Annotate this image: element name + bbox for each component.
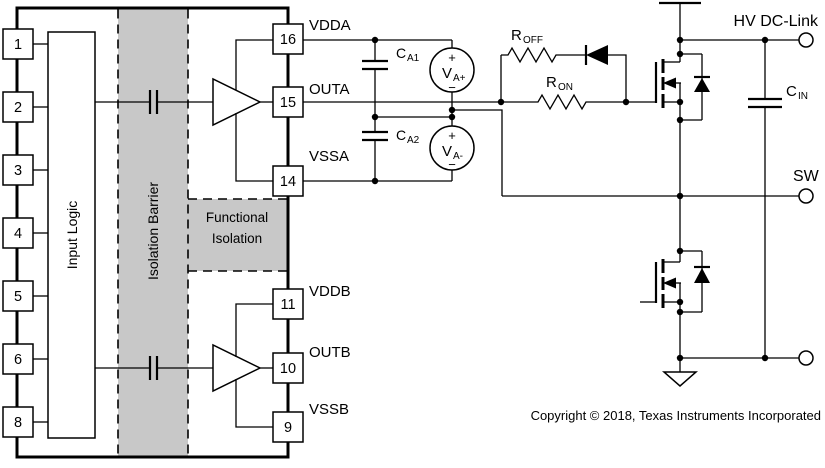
body-diode-low-side-icon [680, 250, 710, 313]
buffer-a-vss-wire [235, 113, 273, 182]
pin-16-label: VDDA [309, 17, 351, 34]
pin-4-number: 4 [14, 226, 22, 242]
functional-isolation-label-line2: Isolation [212, 231, 262, 246]
pin-2-number: 2 [14, 100, 22, 116]
hv-dc-link-terminal [798, 32, 814, 48]
pin-5-number: 5 [14, 289, 22, 305]
roff-branch-return-wire [608, 54, 627, 102]
va-minus-subscript: A- [453, 151, 463, 162]
negative-rail-terminal [798, 350, 814, 366]
resistor-roff-icon [501, 46, 586, 64]
capacitor-ca2-icon [362, 130, 388, 181]
input-logic-block [47, 31, 96, 439]
isolation-barrier-label: Isolation Barrier [145, 182, 161, 280]
channel-b-driver [95, 303, 273, 428]
pin-6-number: 6 [14, 352, 22, 368]
isolation-barrier-band [118, 9, 188, 456]
left-pins: 1 2 3 4 5 6 8 [2, 28, 34, 438]
pin-11-number: 11 [280, 297, 295, 313]
ic-package: Input Logic Isolation Barrier Functional… [2, 6, 351, 459]
bias-supply-network: C A1 C A2 + V A+ − + V A- − [303, 36, 503, 196]
functional-isolation-region [188, 199, 287, 271]
capacitor-cin-icon [748, 40, 782, 358]
capacitor-cin-subscript: IN [798, 91, 808, 102]
va-minus-negative-sign: − [448, 157, 456, 172]
pin-3-number: 3 [14, 163, 22, 179]
va-plus-label: V [442, 65, 452, 82]
midpoint-to-sw-wire [452, 109, 503, 196]
hv-dc-link-label: HV DC-Link [734, 13, 819, 30]
sw-label: SW [793, 168, 820, 185]
pin-15-number: 15 [280, 95, 296, 111]
capacitor-cin-label: C [786, 83, 797, 100]
copyright-text: Copyright © 2018, Texas Instruments Inco… [531, 408, 821, 423]
pin-10-number: 10 [280, 361, 296, 377]
functional-isolation-label-line1: Functional [206, 210, 268, 225]
sw-terminal [798, 188, 814, 204]
va-minus-positive-sign: + [448, 128, 456, 143]
nmos-high-side-icon [654, 59, 681, 196]
pin-16-number: 16 [280, 32, 296, 48]
resistor-ron-label: R [546, 74, 557, 91]
body-diode-high-side-icon [680, 53, 710, 121]
input-logic-label: Input Logic [64, 201, 80, 270]
ground-icon [662, 358, 698, 387]
buffer-a-vdd-wire [235, 39, 273, 90]
resistor-ron-icon [501, 93, 626, 111]
pin-9-label: VSSB [309, 401, 349, 418]
pin-1-number: 1 [14, 37, 22, 53]
nmos-low-side-arrow [663, 277, 676, 289]
voltage-source-va-minus-icon: + V A- − [429, 125, 475, 172]
gate-resistor-network: R OFF R ON [497, 27, 656, 111]
pin-8-number: 8 [14, 415, 22, 431]
buffer-b-vss-wire [235, 379, 273, 428]
pin-11-label: VDDB [309, 283, 351, 300]
capacitor-ca2-label: C [396, 127, 406, 143]
right-pins: 16 15 14 11 10 9 VDDA OUTA VSSA VDDB OUT… [272, 17, 351, 443]
left-pin-stub-wires [33, 43, 48, 423]
resistor-roff-label: R [511, 27, 522, 44]
capacitor-ca1-subscript: A1 [407, 53, 420, 64]
capacitor-ca2-subscript: A2 [407, 135, 420, 146]
nmos-low-side-icon [640, 196, 681, 358]
va-plus-subscript: A+ [453, 73, 466, 84]
pin-15-label: OUTA [309, 81, 350, 98]
capacitor-ca1-icon [362, 40, 388, 132]
pin-14-label: VSSA [309, 148, 349, 165]
power-stage: HV DC-Link SW C IN [502, 1, 820, 387]
voltage-source-va-plus-icon: + V A+ − [429, 47, 475, 95]
resistor-ron-subscript: ON [558, 82, 573, 93]
nmos-high-side-arrow [663, 77, 676, 89]
diode-turnoff-icon [584, 45, 608, 65]
va-plus-negative-sign: − [448, 80, 456, 95]
pin-9-number: 9 [284, 420, 292, 436]
va-minus-label: V [442, 143, 452, 160]
pin-14-number: 14 [280, 174, 296, 190]
va-plus-positive-sign: + [448, 50, 456, 65]
pin-10-label: OUTB [309, 344, 351, 361]
resistor-roff-subscript: OFF [523, 35, 543, 46]
buffer-b-vdd-wire [235, 303, 273, 357]
channel-a-driver [95, 39, 273, 182]
capacitor-ca1-label: C [396, 45, 406, 61]
